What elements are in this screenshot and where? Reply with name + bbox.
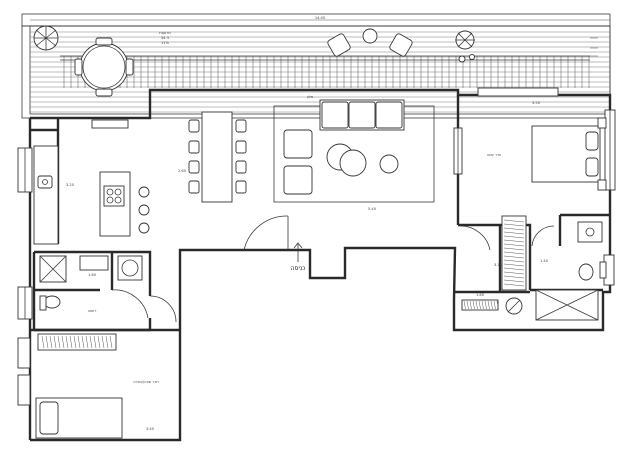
second-bedroom-dimension: 3.45 (146, 427, 154, 431)
plant-icon (455, 30, 475, 63)
top-dimension: 14.00 (315, 16, 326, 20)
line-segment (97, 335, 101, 349)
line-segment (45, 335, 49, 349)
line-segment (77, 335, 81, 349)
line-segment (57, 335, 61, 349)
line-segment (93, 335, 97, 349)
line-segment (503, 223, 525, 227)
line-segment (503, 227, 525, 231)
entrance-label: כניסה (291, 265, 306, 272)
living-room: 5.40 סלון (273, 95, 435, 211)
second-bedroom: חדר שינה/עבודה 3.45 (35, 295, 177, 439)
line-segment (463, 300, 466, 310)
line-segment (472, 300, 475, 310)
master-bedroom: חדר שינה 3.50 (487, 101, 607, 191)
line-segment (503, 275, 525, 279)
line-segment (503, 255, 525, 259)
line-segment (65, 335, 69, 349)
line-segment (503, 243, 525, 247)
line-segment (503, 239, 525, 243)
dining: 2.60 (178, 111, 247, 203)
master-bath: 1.60 3.10 1.40 (461, 215, 607, 321)
closet-doors (41, 335, 113, 349)
line-segment (490, 300, 493, 310)
closet-dimension: 1.60 (476, 293, 485, 297)
deck-railing (60, 55, 590, 88)
line-segment (81, 335, 85, 349)
line-segment (109, 335, 113, 349)
line-segment (503, 231, 525, 235)
line-segment (61, 335, 65, 349)
dining-dimension: 2.60 (178, 169, 187, 173)
entrance[interactable]: כניסה (243, 215, 306, 272)
master-bedroom-label: חדר שינה (487, 153, 502, 157)
line-segment (503, 279, 525, 283)
line-segment (503, 271, 525, 275)
line-segment (503, 251, 525, 255)
plant-icon (33, 25, 59, 51)
side-dimension: 3.10 (494, 263, 503, 267)
balcony: 14.00 מרפסת 34.3 11% (21, 13, 611, 119)
windows (17, 87, 616, 406)
line-segment (484, 300, 487, 310)
line-segment (69, 335, 73, 349)
master-dimension: 3.50 (532, 101, 541, 105)
service-bath: רחצה 1.80 (39, 255, 149, 319)
living-dimension: 5.40 (368, 207, 377, 211)
line-segment (53, 335, 57, 349)
closet-doors (463, 300, 499, 310)
line-segment (89, 335, 93, 349)
line-segment (469, 300, 472, 310)
kitchen: 3.20 (33, 145, 150, 245)
line-segment (493, 300, 496, 310)
line-segment (41, 335, 45, 349)
line-segment (487, 300, 490, 310)
second-bedroom-label: חדר שינה/עבודה (133, 380, 159, 384)
study-dimension: 1.40 (540, 259, 549, 263)
round-dining-table (74, 37, 134, 97)
line-segment (481, 300, 484, 310)
balcony-label: מרפסת (159, 31, 171, 35)
line-segment (478, 300, 481, 310)
line-segment (503, 283, 525, 287)
balcony-area: 34.3 (161, 36, 169, 40)
line-segment (101, 335, 105, 349)
wardrobe (503, 219, 525, 287)
line-segment (503, 267, 525, 271)
living-label: סלון (307, 95, 314, 99)
line-segment (466, 300, 469, 310)
line-segment (503, 235, 525, 239)
line-segment (503, 247, 525, 251)
line-segment (503, 219, 525, 223)
line-segment (73, 335, 77, 349)
lounge-chairs (327, 28, 413, 57)
bath-label: רחצה (88, 309, 97, 313)
kitchen-dimension: 3.20 (66, 183, 75, 187)
line-segment (503, 263, 525, 267)
line-segment (85, 335, 89, 349)
balcony-side-marks (590, 37, 598, 57)
line-segment (105, 335, 109, 349)
door-swing (459, 225, 491, 251)
interior-walls (30, 95, 610, 332)
line-segment (475, 300, 478, 310)
balcony-percent: 11% (161, 41, 170, 45)
line-segment (496, 300, 499, 310)
line-segment (503, 259, 525, 263)
line-segment (49, 335, 53, 349)
bath-dimension: 1.80 (88, 273, 97, 277)
